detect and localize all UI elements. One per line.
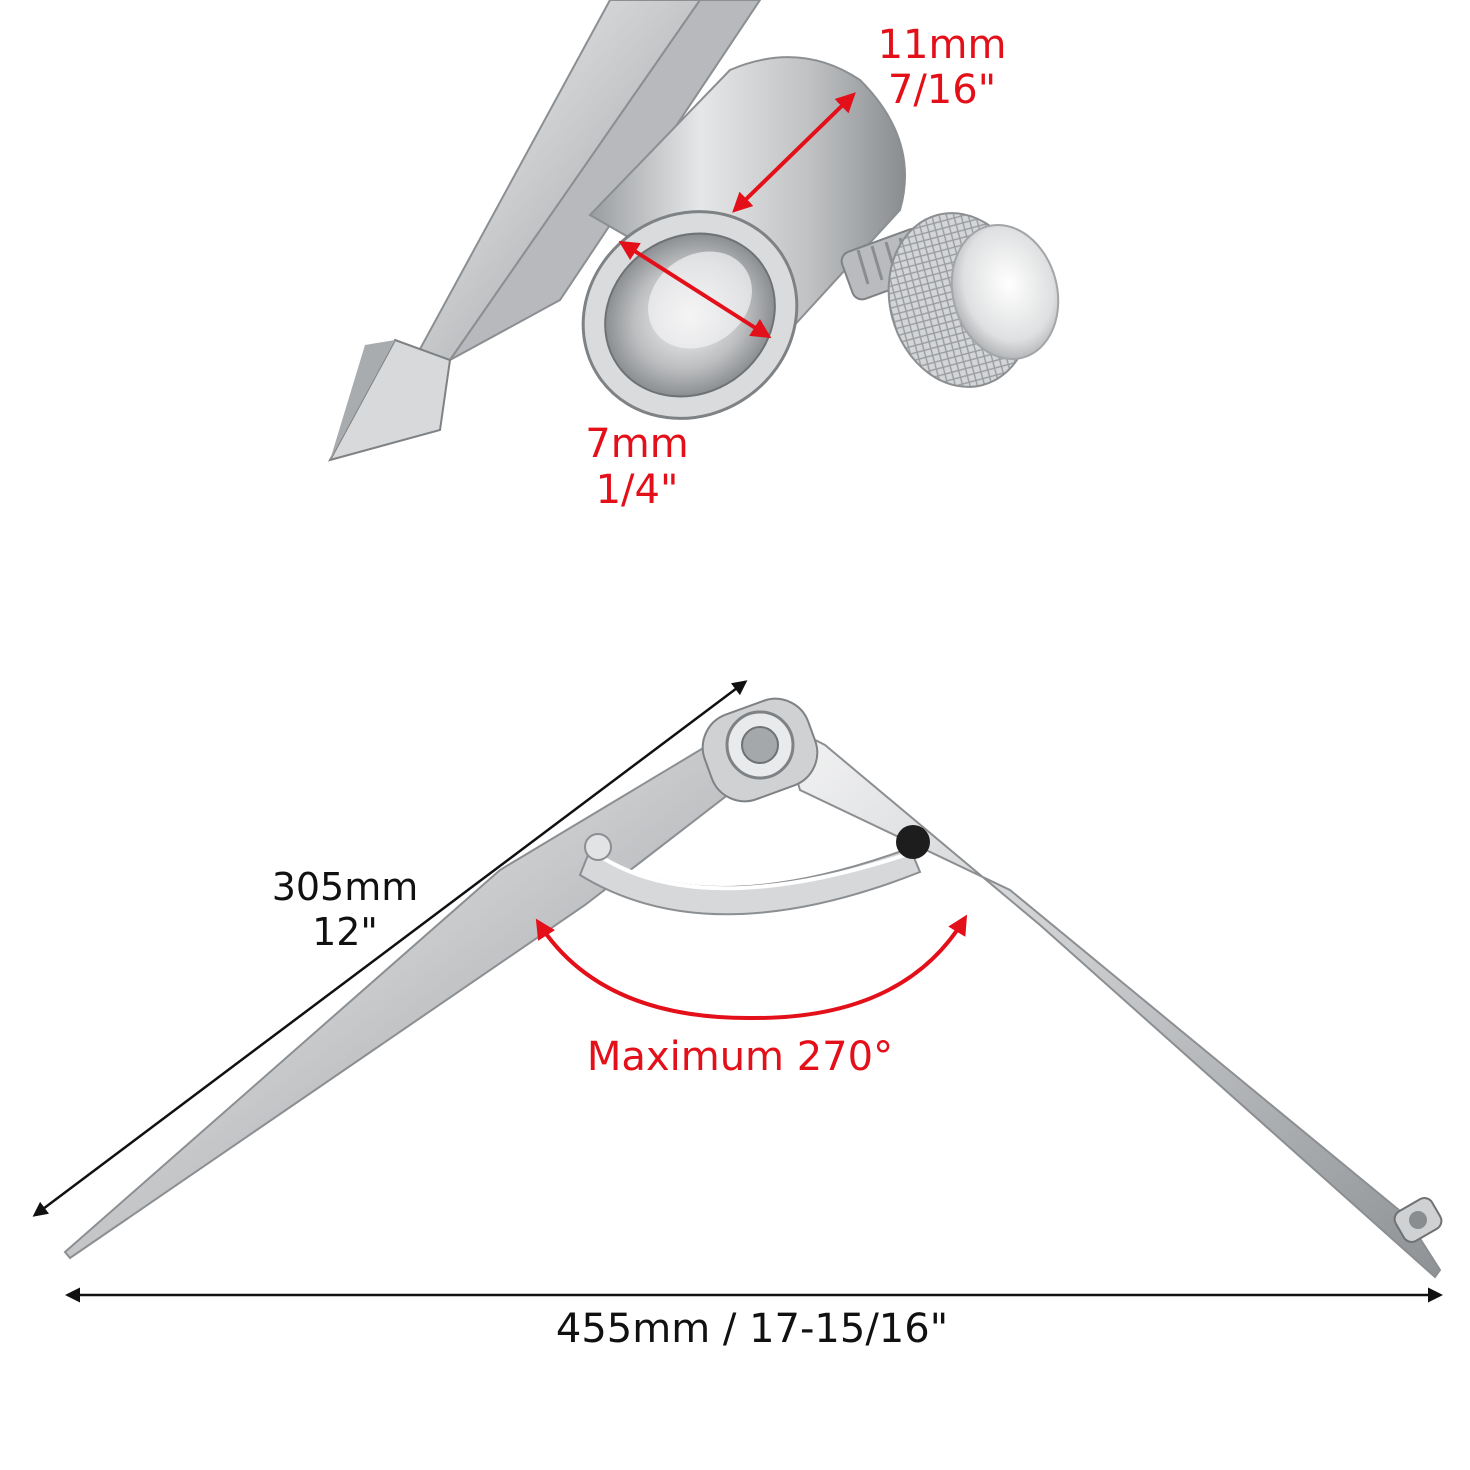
span-label: 455mm / 17-15/16"	[556, 1306, 948, 1352]
main-view: 305mm 12" Maximum 270° 455mm / 17-15/16"	[32, 680, 1443, 1352]
thumb-screw	[840, 212, 1060, 388]
leg-length-metric: 305mm	[272, 865, 419, 909]
inner-diameter-imperial: 1/4"	[596, 467, 679, 513]
leg-length-imperial: 12"	[312, 910, 378, 954]
outer-diameter-imperial: 7/16"	[888, 67, 996, 113]
inner-diameter-metric: 7mm	[585, 421, 688, 467]
detail-view: 11mm 7/16" 7mm 1/4"	[328, 0, 1060, 513]
max-angle-label: Maximum 270°	[587, 1034, 893, 1080]
compass-left-leg	[63, 736, 762, 1260]
angle-arrow	[535, 914, 968, 1021]
lock-knob	[896, 825, 930, 859]
arc-rivet	[584, 833, 612, 861]
outer-diameter-arrow	[732, 92, 856, 213]
inner-diameter-arrow	[618, 240, 772, 339]
compass-leg-closeup	[328, 0, 762, 462]
tip-holder	[1393, 1197, 1443, 1243]
outer-diameter-metric: 11mm	[878, 22, 1007, 68]
compass-right-leg	[778, 720, 1442, 1279]
leg-length-arrow	[32, 680, 748, 1217]
